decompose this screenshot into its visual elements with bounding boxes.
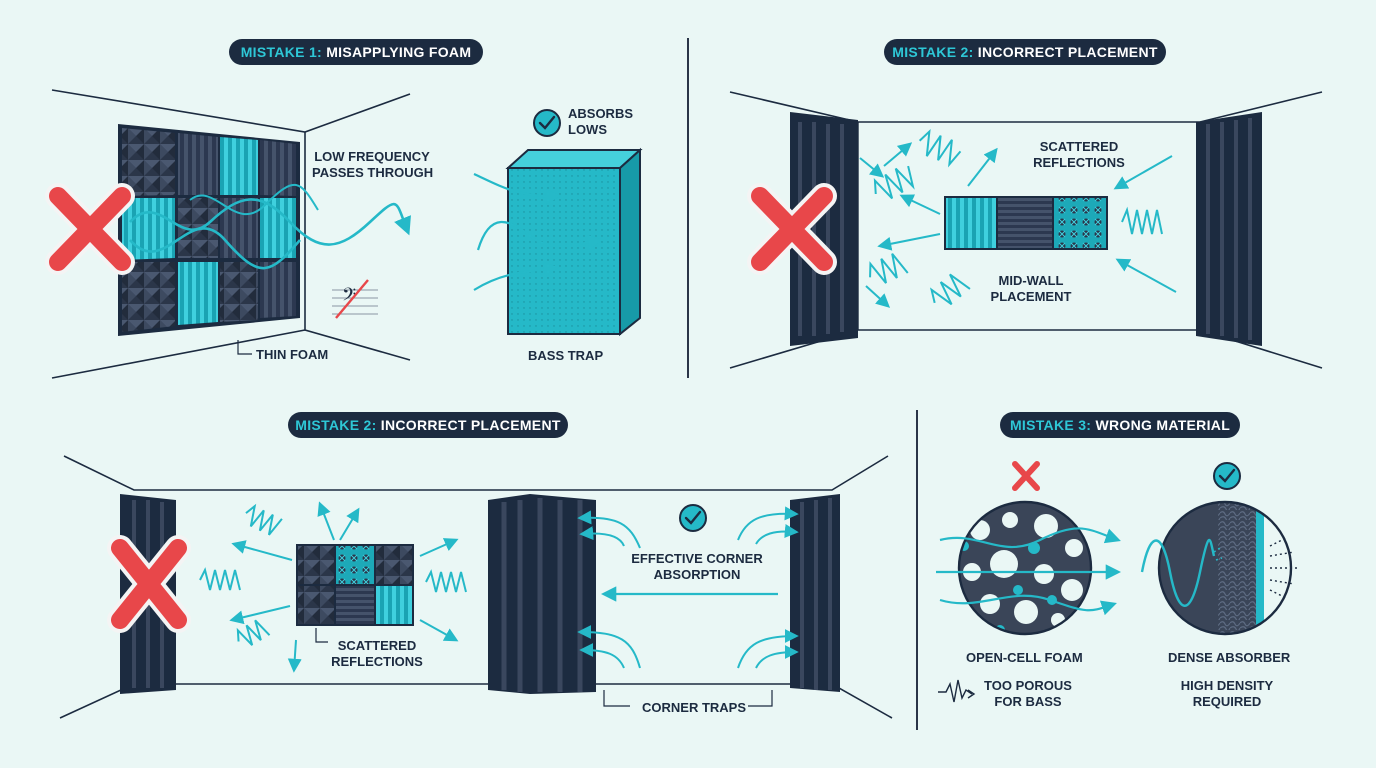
open-cell-label: OPEN-CELL FOAM — [966, 650, 1083, 665]
panel-4-title-text: WRONG MATERIAL — [1091, 417, 1231, 433]
bass-trap-box — [505, 147, 643, 337]
midwall-label: MID-WALL PLACEMENT — [990, 273, 1072, 304]
panel-3-scatter-label: SCATTERED REFLECTIONS — [331, 638, 423, 669]
panel-1-title-prefix: MISTAKE 1: — [240, 44, 323, 60]
too-porous-label: TOO POROUS FOR BASS — [984, 678, 1072, 709]
wave-icon — [938, 679, 976, 703]
check-icon — [679, 504, 707, 532]
divider-vertical-bottom — [916, 410, 918, 730]
panel-4-title: MISTAKE 3: WRONG MATERIAL — [1000, 412, 1240, 438]
panel-4-art — [936, 461, 1300, 703]
panel-3-title-text: INCORRECT PLACEMENT — [376, 417, 561, 433]
x-mark-icon — [1012, 461, 1040, 491]
check-icon — [533, 109, 561, 137]
panel-1-title-text: MISAPPLYING FOAM — [322, 44, 472, 60]
thin-foam-label: THIN FOAM — [256, 347, 329, 362]
high-density-label: HIGH DENSITY REQUIRED — [1180, 678, 1274, 709]
x-mark-icon — [107, 535, 191, 633]
panel-2-scatter-label: SCATTERED REFLECTIONS — [1033, 139, 1125, 170]
wave-label: LOW FREQUENCY PASSES THROUGH — [312, 149, 434, 180]
panel-4-title-prefix: MISTAKE 3: — [1009, 417, 1092, 433]
dense-absorber-label: DENSE ABSORBER — [1168, 650, 1291, 665]
panel-1-title: MISTAKE 1: MISAPPLYING FOAM — [229, 39, 483, 65]
panel-3-title: MISTAKE 2: INCORRECT PLACEMENT — [288, 412, 568, 438]
effective-label: EFFECTIVE CORNER ABSORPTION — [631, 551, 763, 582]
x-mark-icon — [45, 183, 135, 275]
bass-clef-crossed-icon: 𝄢 — [332, 279, 378, 319]
divider-vertical-top — [687, 38, 689, 378]
x-mark-icon — [747, 183, 837, 275]
panel-2-title-prefix: MISTAKE 2: — [892, 44, 974, 60]
absorbs-lows-label: ABSORBS LOWS — [568, 106, 634, 137]
panel-2-art — [729, 91, 1323, 369]
panel-2-title: MISTAKE 2: INCORRECT PLACEMENT — [884, 39, 1166, 65]
bass-trap-label: BASS TRAP — [528, 348, 604, 363]
check-icon — [1213, 462, 1241, 490]
panel-2-title-text: INCORRECT PLACEMENT — [973, 44, 1158, 60]
panel-1-art: 𝄢 — [45, 89, 643, 379]
panel-3-art — [59, 455, 893, 719]
svg-text:𝄢: 𝄢 — [342, 285, 356, 310]
panel-3-title-prefix: MISTAKE 2: — [295, 417, 377, 433]
corner-traps-label: CORNER TRAPS — [642, 700, 747, 715]
